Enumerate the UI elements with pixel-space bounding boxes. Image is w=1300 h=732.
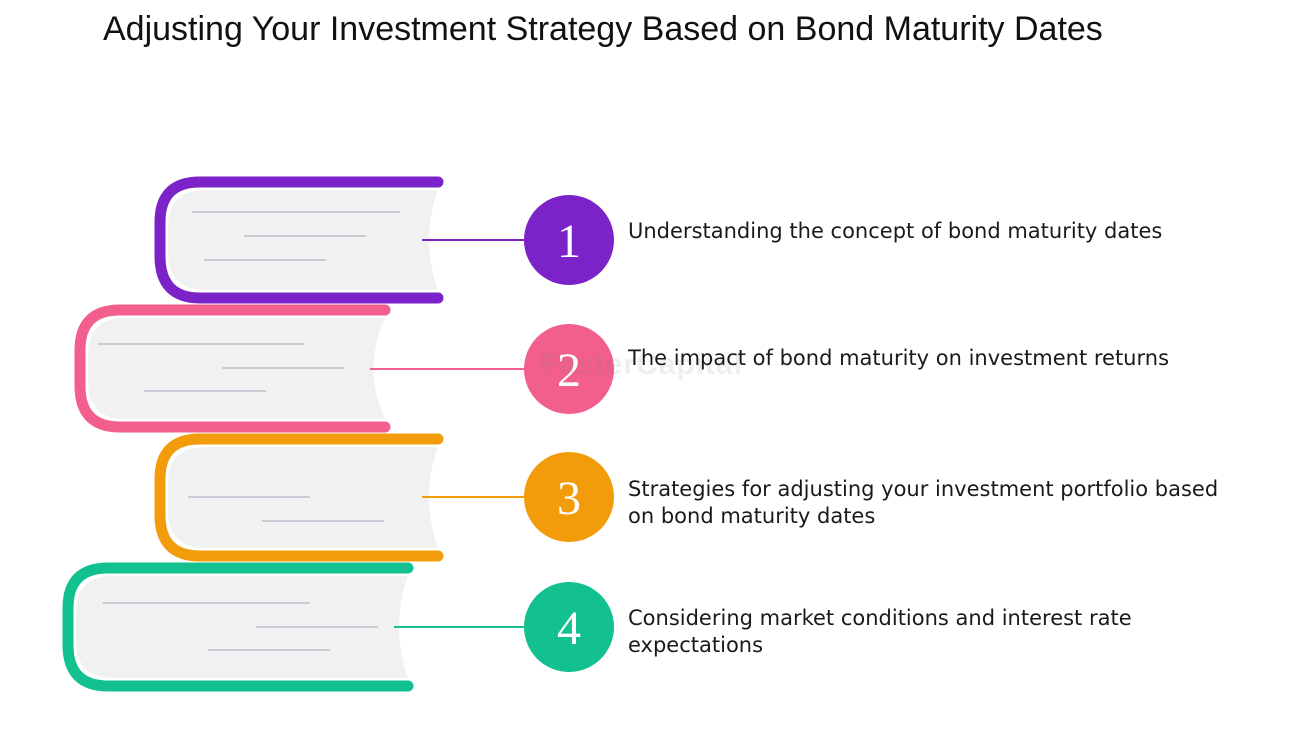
number-circle-1: [524, 195, 614, 285]
page-title: Adjusting Your Investment Strategy Based…: [103, 10, 1103, 48]
item-text-3: Strategies for adjusting your investment…: [628, 477, 1219, 528]
item-text-4: Considering market conditions and intere…: [628, 606, 1132, 657]
number-label-3: 3: [557, 472, 581, 525]
book-3: [154, 433, 444, 562]
number-circle-3: [524, 452, 614, 542]
number-label-2: 2: [557, 344, 581, 397]
item-text-1: Understanding the concept of bond maturi…: [628, 219, 1163, 243]
number-label-4: 4: [557, 602, 581, 655]
number-circle-2: [524, 324, 614, 414]
book-2: [74, 304, 391, 433]
book-1: [154, 176, 444, 304]
item-text-2: The impact of bond maturity on investmen…: [628, 346, 1170, 370]
number-circle-4: [524, 582, 614, 672]
watermark: FasterCapital: [540, 348, 744, 381]
number-label-1: 1: [557, 215, 581, 268]
book-4: [62, 562, 414, 692]
